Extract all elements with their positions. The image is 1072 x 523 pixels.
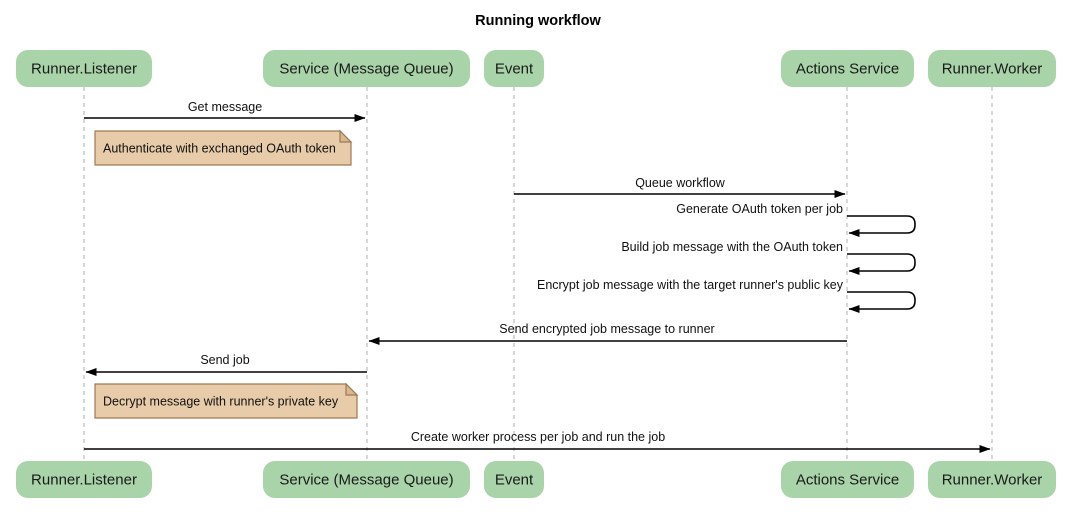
participant-label-actions-service: Actions Service xyxy=(796,60,899,77)
message-send-job[interactable]: Send job xyxy=(85,353,367,376)
message-label-generate-oauth-token-per-job: Generate OAuth token per job xyxy=(676,202,843,216)
message-selfloop-build-job-message-with-the-oauth-token[interactable] xyxy=(847,253,916,275)
message-send-encrypted-job-message-to-runner[interactable]: Send encrypted job message to runner xyxy=(368,322,847,345)
participant-label-event: Event xyxy=(495,471,534,488)
participant-label-service-message-queue: Service (Message Queue) xyxy=(279,60,453,77)
participant-event-bottom[interactable]: Event xyxy=(484,461,544,498)
participant-box-event[interactable] xyxy=(484,461,544,498)
note-text-authenticate-with-exchanged-oauth-token: Authenticate with exchanged OAuth token xyxy=(103,141,336,155)
message-label-send-job: Send job xyxy=(200,353,249,367)
message-label-get-message: Get message xyxy=(188,100,262,114)
participants-bottom-group: Runner.Listener Service (Message Queue) Ev… xyxy=(16,461,1056,498)
note-body-authenticate-with-exchanged-oauth-token xyxy=(94,130,352,166)
participant-label-runner-worker: Runner.Worker xyxy=(942,60,1043,77)
participant-label-service-message-queue: Service (Message Queue) xyxy=(279,471,453,488)
participant-service-message-queue-bottom[interactable]: Service (Message Queue) xyxy=(263,461,470,498)
message-label-encrypt-job-message-with-the-target-runners-public-key: Encrypt job message with the target runn… xyxy=(537,278,844,292)
message-label-queue-workflow: Queue workflow xyxy=(635,176,726,190)
participant-actions-service-top[interactable]: Actions Service xyxy=(781,50,914,87)
note-fold-icon-authenticate-with-exchanged-oauth-token xyxy=(339,129,353,143)
participant-event-top[interactable]: Event xyxy=(484,50,544,87)
message-create-worker-process-per-job-and-run-the-job[interactable]: Create worker process per job and run th… xyxy=(84,430,991,453)
participant-box-service-message-queue[interactable] xyxy=(263,461,470,498)
participant-runner-worker-bottom[interactable]: Runner.Worker xyxy=(928,461,1056,498)
participant-box-runner-listener[interactable] xyxy=(16,461,152,498)
note-text-decrypt-message-with-runners-private-key: Decrypt message with runner's private ke… xyxy=(103,394,339,408)
participant-label-runner-worker: Runner.Worker xyxy=(942,471,1043,488)
note-decrypt-message-with-runners-private-key: Decrypt message with runner's private ke… xyxy=(94,382,359,419)
message-selfloop-encrypt-job-message-with-the-target-runners-public-key[interactable] xyxy=(847,291,916,313)
participant-runner-listener-bottom[interactable]: Runner.Listener xyxy=(16,461,152,498)
participant-runner-worker-top[interactable]: Runner.Worker xyxy=(928,50,1056,87)
message-label-build-job-message-with-the-oauth-token: Build job message with the OAuth token xyxy=(621,240,843,254)
participant-box-service-message-queue[interactable] xyxy=(263,50,470,87)
notes-group: Authenticate with exchanged OAuth tokenD… xyxy=(94,129,359,419)
participants-top-group: Runner.Listener Service (Message Queue) Ev… xyxy=(16,50,1056,87)
participant-label-actions-service: Actions Service xyxy=(796,471,899,488)
message-encrypt-job-message-with-the-target-runners-public-key[interactable]: Encrypt job message with the target runn… xyxy=(537,278,916,313)
page-title: Running workflow xyxy=(475,13,601,29)
message-build-job-message-with-the-oauth-token[interactable]: Build job message with the OAuth token xyxy=(621,240,916,275)
participant-label-event: Event xyxy=(495,60,534,77)
message-label-create-worker-process-per-job-and-run-the-job: Create worker process per job and run th… xyxy=(411,430,665,444)
participant-box-runner-worker[interactable] xyxy=(928,461,1056,498)
participant-box-runner-listener[interactable] xyxy=(16,50,152,87)
message-generate-oauth-token-per-job[interactable]: Generate OAuth token per job xyxy=(676,202,916,237)
note-fold-icon-decrypt-message-with-runners-private-key xyxy=(345,382,359,396)
note-body-decrypt-message-with-runners-private-key xyxy=(94,383,358,419)
note-authenticate-with-exchanged-oauth-token: Authenticate with exchanged OAuth token xyxy=(94,129,353,166)
participant-runner-listener-top[interactable]: Runner.Listener xyxy=(16,50,152,87)
participant-actions-service-bottom[interactable]: Actions Service xyxy=(781,461,914,498)
message-get-message[interactable]: Get message xyxy=(84,100,366,122)
message-queue-workflow[interactable]: Queue workflow xyxy=(514,176,846,198)
message-selfloop-generate-oauth-token-per-job[interactable] xyxy=(847,215,916,237)
participant-label-runner-listener: Runner.Listener xyxy=(31,60,137,77)
participant-service-message-queue-top[interactable]: Service (Message Queue) xyxy=(263,50,470,87)
participant-label-runner-listener: Runner.Listener xyxy=(31,471,137,488)
participant-box-runner-worker[interactable] xyxy=(928,50,1056,87)
participant-box-actions-service[interactable] xyxy=(781,50,914,87)
participant-box-event[interactable] xyxy=(484,50,544,87)
lifelines-group xyxy=(83,87,993,461)
participant-box-actions-service[interactable] xyxy=(781,461,914,498)
message-label-send-encrypted-job-message-to-runner: Send encrypted job message to runner xyxy=(499,322,714,336)
